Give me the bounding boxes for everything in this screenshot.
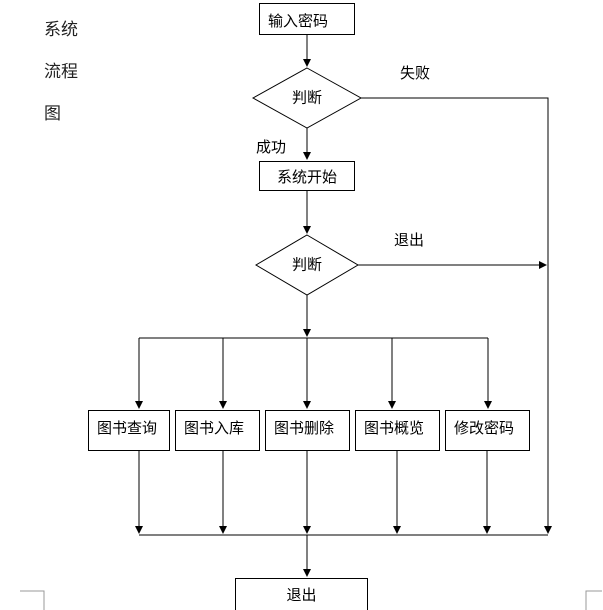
final-exit-box: 退出 [235,578,368,610]
module-book-query-label: 图书查询 [97,419,158,437]
module-book-query: 图书查询 [88,410,170,451]
module-book-overview: 图书概览 [355,410,440,451]
side-title-line-2: 流程 [44,62,78,82]
system-start-label: 系统开始 [276,167,337,186]
side-title-line-3: 图 [44,104,61,124]
input-password-box: 输入密码 [259,3,355,35]
input-password-label: 输入密码 [268,12,329,30]
final-exit-label: 退出 [286,586,317,604]
page-corner-mark-left [20,590,45,610]
fail-label: 失败 [400,64,431,82]
system-start-box: 系统开始 [259,161,355,191]
exit-label: 退出 [394,231,425,249]
module-change-password: 修改密码 [445,410,530,451]
success-label: 成功 [256,138,287,156]
module-book-overview-label: 图书概览 [364,419,425,437]
module-book-delete-label: 图书删除 [274,419,335,437]
module-book-stock-in: 图书入库 [175,410,260,451]
side-title-line-1: 系统 [44,20,78,40]
module-change-password-label: 修改密码 [454,419,515,437]
module-book-delete: 图书删除 [265,410,350,451]
module-book-stock-in-label: 图书入库 [184,419,245,437]
page-corner-mark-right [585,590,602,610]
judge-1-label: 判断 [291,88,323,107]
judge-2-label: 判断 [291,255,323,274]
